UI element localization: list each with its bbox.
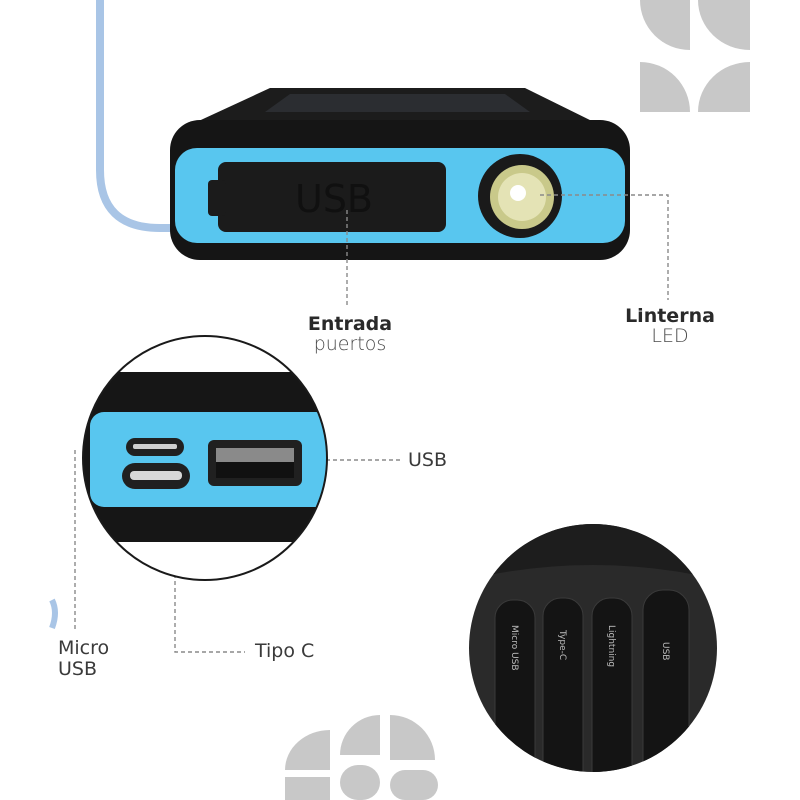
usb-cap-label: USB (295, 177, 373, 221)
ports-callout-title: Entrada (307, 313, 393, 335)
ports-callout: Entrada puertos (290, 313, 410, 355)
cable-label-type-c: Type-C (557, 629, 567, 660)
cables-closeup-image: Micro USB Type-C Lightning USB (469, 524, 717, 772)
flashlight-callout-title: Linterna (625, 305, 715, 327)
ports-callout-subtitle: puertos (313, 332, 387, 355)
micro-usb-label-line1: Micro (58, 637, 110, 659)
flashlight-callout-subtitle: LED (651, 324, 689, 347)
micro-usb-label-line2: USB (58, 657, 98, 680)
power-bank-image: USB (170, 88, 630, 260)
usb-port-label: USB (408, 449, 448, 471)
cable-label-micro-usb: Micro USB (509, 625, 519, 671)
type-c-label: Tipo C (255, 640, 315, 662)
decorative-gray-shapes-bottom (285, 715, 438, 800)
flashlight-callout: Linterna LED (610, 305, 730, 347)
decorative-gray-shapes-top (640, 0, 750, 112)
cable-label-lightning: Lightning (606, 625, 616, 667)
ports-closeup-image (82, 335, 328, 581)
micro-usb-label: Micro USB (58, 638, 109, 680)
cable-label-usb: USB (660, 642, 670, 660)
